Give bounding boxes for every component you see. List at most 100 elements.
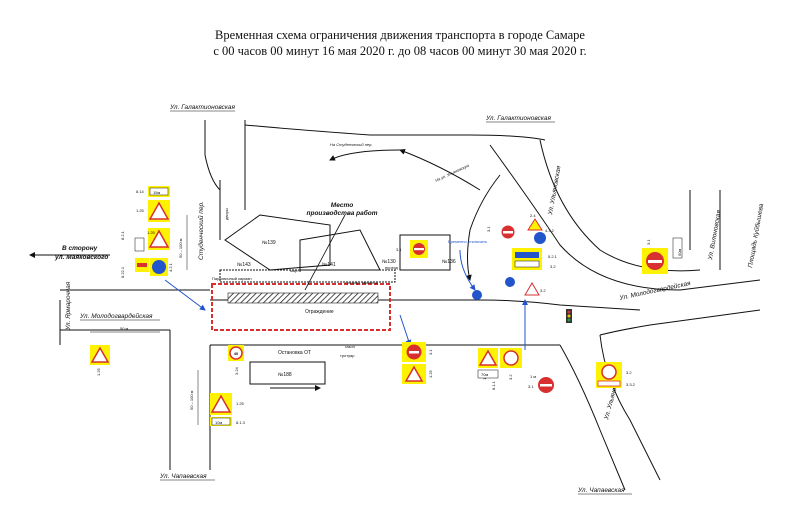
- sign-label: 3.2: [626, 370, 632, 375]
- roadworks-sign-icon: [478, 349, 498, 366]
- sign-label: 3.1: [528, 384, 534, 389]
- bus-stop-label: Остановка ОТ: [278, 350, 311, 356]
- road-edge: [489, 144, 761, 291]
- lawn-label: газон: [345, 344, 355, 349]
- yield-sign-icon: [527, 218, 543, 231]
- street-chapaevskaya-right: Ул. Чапаевская: [577, 487, 625, 494]
- street-molodogvardeyskaya-right: Ул. Молодогвардейская: [618, 279, 692, 302]
- building-139: №139: [262, 240, 276, 246]
- direction-to-studenchesky: На Студенческий пер.: [330, 142, 372, 147]
- sign-label: 3.1: [486, 226, 491, 232]
- direction-to-ulyanovskaya: На ул. Ульяновскую: [434, 163, 470, 183]
- work-site: Ограждение Место производства работ: [211, 202, 391, 331]
- roadworks-sign-icon: [90, 346, 110, 363]
- direction-sign-icon: [472, 290, 482, 300]
- sign-label: 8.1.3: [236, 420, 246, 425]
- street-kuibysheva-square: Площадь Куйбышева: [746, 203, 765, 269]
- speed-limit-icon: [229, 346, 243, 360]
- building-136: №136: [442, 259, 456, 265]
- building-outline: [224, 214, 331, 271]
- no-vehicles-sign-icon: [503, 350, 519, 366]
- sign-label: 1.25: [96, 367, 101, 376]
- road-edge: [204, 154, 221, 191]
- map-title-line2: с 00 часов 00 минут 16 мая 2020 г. до 08…: [213, 44, 587, 58]
- street-yarmarochnaya: Ул. Ярмарочная: [65, 281, 72, 331]
- yard-label: дворы: [224, 208, 229, 220]
- building-188: №188: [278, 372, 292, 378]
- annotations: Парковочный карман тротуар, пешеход Врем…: [90, 208, 536, 425]
- sign-label: 1.25: [236, 401, 245, 406]
- roadworks-sign-icon: [148, 201, 170, 220]
- sign-label: 3.3.2: [626, 382, 636, 387]
- work-site-pointer: [304, 214, 346, 291]
- sign-label: 1.25: [428, 369, 433, 378]
- work-zone-fence: [211, 283, 391, 331]
- no-vehicles-sign-icon: [601, 364, 617, 380]
- roadway-note: проезд: [385, 265, 398, 270]
- sign-label: 3.1: [646, 239, 651, 245]
- building-outline: [399, 234, 451, 271]
- road-signs: 15м 8.14 1.25 1.25 8.2.1 8.22.1 4.2.1 1.…: [90, 186, 683, 426]
- road-edge: [559, 344, 626, 491]
- excavation-area: [227, 292, 379, 304]
- sign-label: 3.1: [396, 247, 402, 252]
- lane-direction-icon: [515, 252, 539, 258]
- sign-label: 8.14: [136, 189, 145, 194]
- sign-label: 2.4: [530, 213, 536, 218]
- sign-label: 8.22.1: [120, 266, 125, 278]
- roadworks-sign-icon: [148, 229, 170, 248]
- sign-label: 8.1.1: [491, 380, 496, 390]
- sign-label: 3.2: [508, 374, 513, 380]
- direction-labels: На Студенческий пер. На ул. Ульяновскую …: [29, 142, 470, 261]
- direction-sign-icon: [152, 260, 166, 274]
- sign-label: 1.25: [136, 208, 145, 213]
- direction-to-mayakovsky-1: В сторону: [62, 245, 98, 252]
- fence-label: Ограждение: [305, 309, 334, 315]
- building-numbers: №139 №143 №141 №130 №136 №188: [237, 240, 456, 378]
- direction-arrows: [270, 148, 501, 391]
- roadworks-sign-icon: [404, 365, 424, 382]
- sign-label: 4.2.1: [168, 262, 173, 272]
- street-galaktionovskaya-right: Ул. Галактионовская: [485, 115, 552, 122]
- parking-pocket-label: Парковочный карман: [212, 276, 252, 281]
- building-outline: [249, 361, 326, 385]
- yard-label-2: марта: [290, 268, 302, 273]
- work-site-label-1: Место: [331, 202, 353, 209]
- street-studenchesky: Студенческий пер.: [197, 201, 205, 260]
- building-outline: [299, 229, 381, 271]
- road-edge: [244, 124, 546, 141]
- sign-plate-text: 50м: [677, 249, 682, 256]
- street-galaktionovskaya-left: Ул. Галактионовская: [169, 104, 236, 111]
- building-143: №143: [237, 262, 251, 268]
- roundabout-sign-icon: [534, 232, 546, 244]
- street-chapaevskaya-left: Ул. Чапаевская: [159, 473, 207, 480]
- arrow-note: 1 м: [530, 374, 536, 379]
- work-site-label-2: производства работ: [307, 209, 378, 217]
- sign-plate-text: 15м: [153, 190, 160, 195]
- distance-50-100-lower: 50 – 100 м: [189, 390, 194, 410]
- building-130: №130: [382, 259, 396, 265]
- road-network: [59, 120, 761, 491]
- sign-label: 5.2.1: [548, 254, 558, 259]
- parking-pocket-outline: [219, 269, 396, 283]
- temp-traffic-light-label: Временно отключить: [448, 239, 487, 244]
- building-141: №141: [322, 262, 336, 268]
- direction-sign-icon: [505, 277, 515, 287]
- sign-label: 8.2.1: [120, 230, 125, 240]
- road-edge: [599, 309, 761, 336]
- sign-label: 3.2: [540, 288, 546, 293]
- speed-limit-value: 40: [234, 351, 239, 356]
- sign-label: 3.1: [428, 349, 433, 355]
- sign-label: 3.24: [234, 366, 239, 375]
- distance-50-100-left: 50 – 100 м: [178, 238, 183, 258]
- sidewalk-label: тротуар: [340, 353, 355, 358]
- warning-sign-icon: [524, 282, 540, 296]
- guidance-arrows: [164, 249, 528, 350]
- sign-label: 3.2: [550, 264, 556, 269]
- direction-to-mayakovsky-2: ул. Маяковского: [54, 254, 108, 261]
- street-molodogvardeyskaya-left: Ул. Молодогвардейская: [79, 312, 153, 320]
- sign-plate-text: 70м: [481, 372, 488, 377]
- sidewalk-pedestrian-label: тротуар, пешеход: [345, 280, 379, 285]
- map-title-line1: Временная схема ограничения движения тра…: [215, 28, 585, 42]
